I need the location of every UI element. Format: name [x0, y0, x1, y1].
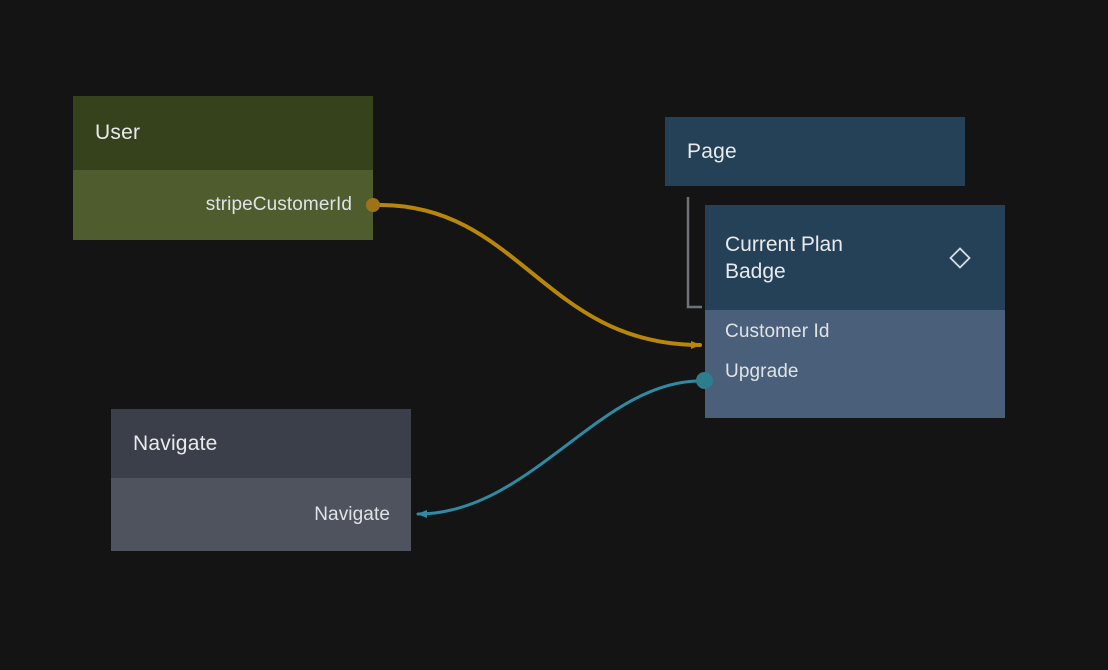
row-stripe-customer-id-label: stripeCustomerId	[205, 194, 352, 215]
diamond-icon	[949, 246, 971, 269]
node-page-title: Page	[665, 117, 965, 186]
node-user-title: User	[73, 96, 373, 170]
row-customer-id-label: Customer Id	[725, 321, 830, 342]
node-navigate[interactable]: Navigate Navigate	[111, 409, 411, 551]
node-current-plan-badge[interactable]: Current Plan Badge Customer Id Upgrade	[705, 205, 1005, 418]
node-current-plan-badge-header: Current Plan Badge	[705, 205, 1005, 310]
port-stripe-customer-id[interactable]	[366, 198, 380, 212]
port-upgrade[interactable]	[696, 372, 713, 389]
edge-upgrade-to-navigate[interactable]	[416, 379, 702, 518]
page-child-bracket	[686, 197, 702, 309]
node-user[interactable]: User stripeCustomerId	[73, 96, 373, 240]
node-current-plan-badge-title: Current Plan Badge	[725, 232, 843, 283]
node-current-plan-badge-body: Customer Id Upgrade	[705, 310, 1005, 418]
node-page[interactable]: Page	[665, 117, 965, 186]
row-customer-id[interactable]: Customer Id	[705, 312, 1005, 352]
row-upgrade[interactable]: Upgrade	[705, 352, 1005, 392]
row-navigate-label: Navigate	[314, 503, 390, 525]
node-navigate-body: Navigate	[111, 478, 411, 551]
row-stripe-customer-id[interactable]: stripeCustomerId	[73, 170, 373, 240]
node-navigate-title: Navigate	[111, 409, 411, 478]
node-user-body: stripeCustomerId	[73, 170, 373, 240]
row-upgrade-label: Upgrade	[725, 361, 799, 382]
edge-stripe-to-customer-id[interactable]	[378, 203, 702, 349]
row-navigate[interactable]: Navigate	[111, 478, 411, 551]
